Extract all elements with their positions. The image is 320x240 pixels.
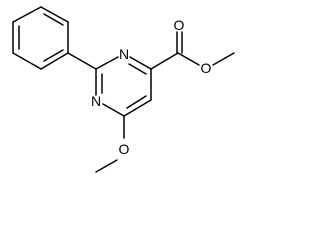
bond-c4-carbonyl bbox=[150, 52, 179, 70]
bond-ph-3 bbox=[40, 52, 69, 70]
pyrimidine-ring bbox=[95, 56, 152, 117]
bond-ph-4 bbox=[12, 52, 42, 70]
atom-o-carbonyl: O bbox=[174, 17, 185, 33]
bond-ph-inner-1 bbox=[43, 13, 64, 26]
bond-ph-6 bbox=[12, 6, 42, 23]
bond-ph-1 bbox=[40, 6, 69, 23]
bond-oester-methyl bbox=[212, 52, 235, 66]
bond-c6-n1 bbox=[102, 103, 125, 117]
atom-o-methoxy: O bbox=[119, 141, 130, 157]
bond-omethoxy-methyl bbox=[95, 159, 118, 173]
methoxy-group bbox=[95, 115, 125, 173]
bond-ph-inner-2 bbox=[43, 49, 64, 62]
ester-group bbox=[150, 31, 235, 70]
bond-n3-c4 bbox=[129, 56, 152, 70]
bond-c5-c6 bbox=[123, 99, 152, 117]
bond-carbonyl-oester bbox=[177, 52, 200, 66]
bond-c2-n3 bbox=[95, 56, 119, 70]
bond-pyr-inner-2 bbox=[126, 95, 147, 109]
atom-o-ester: O bbox=[201, 60, 212, 76]
bond-pyr-inner-1 bbox=[128, 63, 147, 75]
atom-n-bottom: N bbox=[91, 93, 101, 109]
molecule-structure: N N O O O bbox=[12, 6, 235, 173]
atom-n-top: N bbox=[119, 46, 129, 62]
phenyl-ring bbox=[12, 6, 69, 70]
bond-phenyl-c2 bbox=[67, 52, 97, 70]
